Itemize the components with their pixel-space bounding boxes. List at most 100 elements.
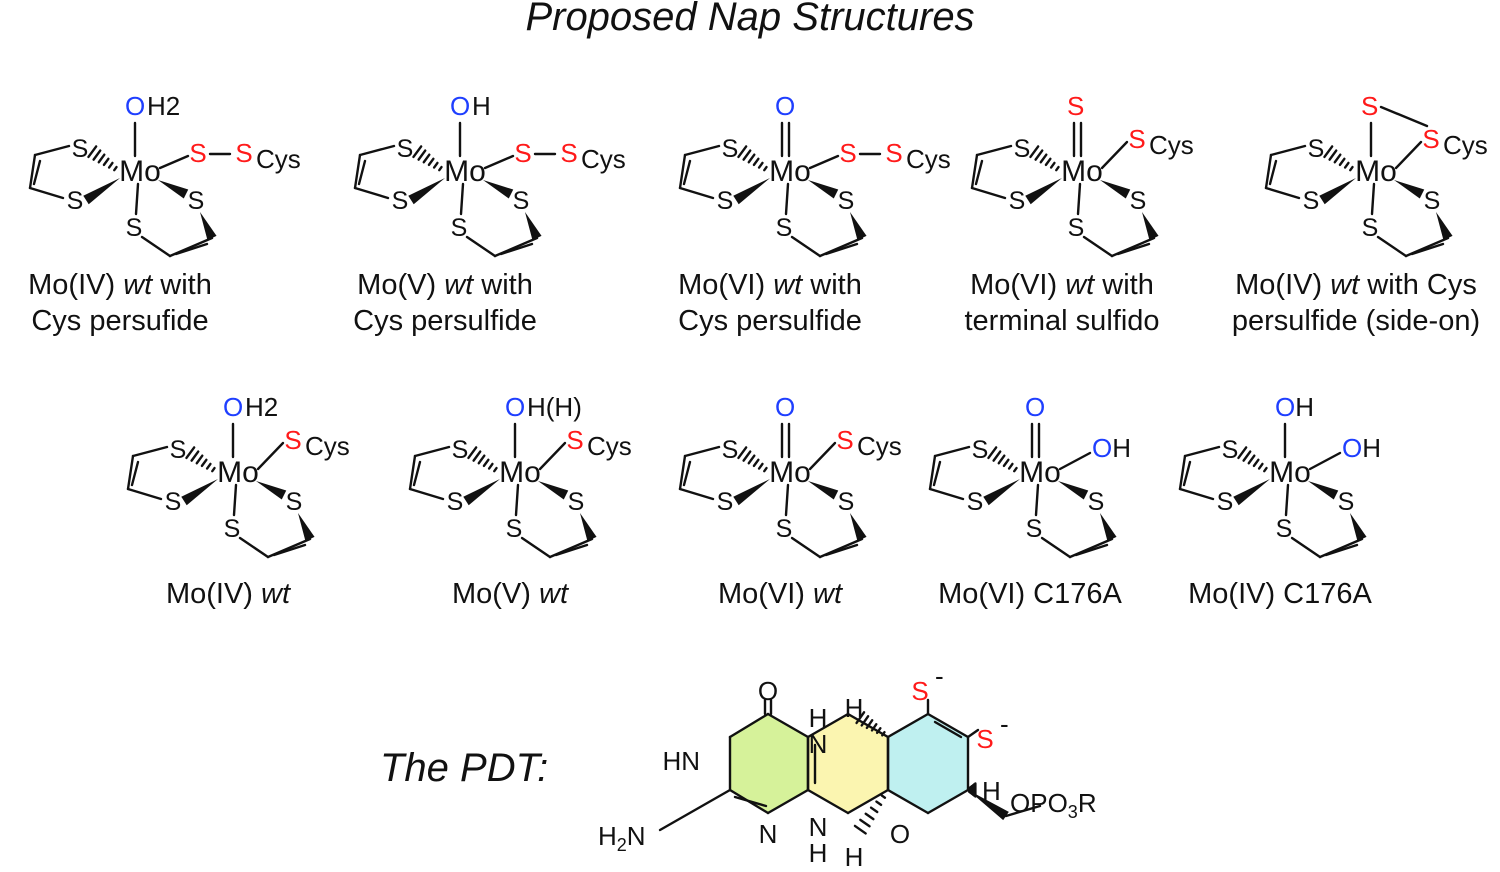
ring-oxygen: O — [890, 819, 910, 849]
wedge-bond — [1319, 178, 1356, 205]
hashed-bond — [855, 711, 886, 737]
caption-space — [531, 578, 539, 610]
charge-minus-2: - — [1000, 709, 1009, 739]
mo-atom: Mo — [499, 456, 541, 489]
bond-line — [126, 454, 135, 491]
structure-caption-r1-3: Mo(VI) wt with — [970, 269, 1154, 301]
bond-line — [134, 182, 140, 216]
bond-line — [1040, 536, 1072, 559]
structure-caption-line2: Cys persulfide — [678, 305, 862, 337]
hash-stroke — [1338, 157, 1346, 167]
double-bond — [733, 795, 768, 808]
hashed-bond — [185, 446, 216, 473]
wedge-bond — [850, 513, 867, 542]
hash-stroke — [860, 715, 870, 727]
hash-stroke — [1323, 145, 1334, 159]
ring-bond — [926, 712, 970, 739]
ring-bond — [846, 788, 890, 815]
hash-stroke — [881, 730, 886, 737]
hash-stroke — [200, 458, 208, 468]
mo-atom: Mo — [444, 155, 486, 188]
caption-oxidation-state: Mo(V) — [452, 578, 531, 610]
sulfur-atom: S — [188, 187, 205, 215]
hash-stroke — [869, 806, 879, 814]
pyrazine-ring-fill — [808, 714, 888, 813]
wedge-bond — [83, 178, 120, 205]
hash-stroke — [747, 153, 756, 164]
wedge-bond — [181, 479, 218, 506]
hydrogen-atom: H — [1112, 433, 1131, 463]
oxygen-ligand: O — [450, 91, 470, 121]
hash-stroke — [102, 157, 110, 167]
thiolate-bond — [966, 728, 980, 739]
amino-n: N — [627, 821, 646, 851]
amino-h: H — [598, 821, 617, 851]
hydroxide-ligand: OH — [1092, 433, 1131, 463]
sulfur-atom: S — [397, 135, 414, 163]
hash-stroke — [1263, 466, 1268, 473]
caption-space — [765, 269, 773, 301]
sulfur-atom: S — [506, 515, 523, 543]
caption-oxidation-state: Mo(IV) — [1235, 269, 1322, 301]
phosphate-opo: OPO — [1010, 788, 1068, 818]
bond-line — [1182, 460, 1192, 487]
sulfur-atom: S — [717, 488, 734, 516]
wedge-bond — [1025, 178, 1062, 205]
sulfur-atom: S — [452, 436, 469, 464]
bond-line — [970, 186, 1007, 200]
sulfur-atom: S — [776, 214, 793, 242]
hash-stroke — [487, 462, 494, 470]
hashed-bond — [412, 145, 443, 172]
bond-line — [1100, 140, 1129, 170]
wedge-bond — [158, 180, 189, 199]
double-bond — [933, 720, 963, 739]
wedge-bond — [850, 212, 867, 241]
sulfur-atom: S — [568, 488, 585, 516]
wedge-bond — [483, 180, 514, 199]
bond-line — [357, 159, 367, 186]
bond-line — [1178, 487, 1215, 501]
wedge-bond — [1058, 481, 1089, 500]
phosphate-r: R — [1078, 788, 1097, 818]
bond-line — [1074, 543, 1109, 557]
top-ligand-hydrogens: H2 — [147, 91, 180, 121]
hash-stroke — [875, 800, 883, 807]
hash-stroke — [864, 812, 875, 821]
terminal-sulfido-atom: S — [1361, 91, 1378, 121]
sulfur-atom: S — [451, 214, 468, 242]
structure-caption-line2: persulfide (side-on) — [1232, 305, 1480, 337]
caption-wt: wt — [539, 578, 570, 610]
structure-caption-line2: terminal sulfido — [964, 305, 1159, 337]
bond-line — [140, 235, 172, 258]
caption-suffix: with — [152, 269, 212, 301]
oxygen-ligand: O — [223, 392, 243, 422]
cys-sulfur: S — [560, 138, 577, 168]
hash-stroke — [113, 165, 118, 172]
cys-sulfur: S — [1422, 124, 1439, 154]
bond-line — [683, 144, 721, 157]
hash-stroke — [472, 450, 482, 462]
amino-subscript: 2 — [617, 835, 627, 855]
sulfur-atom: S — [722, 135, 739, 163]
bond-line — [33, 144, 71, 157]
ring-bond — [926, 788, 970, 815]
wedge-bond — [983, 479, 1020, 506]
sulfur-atom: S — [1222, 436, 1239, 464]
caption-oxidation-state: Mo(VI) C176A — [938, 578, 1122, 610]
bond-line — [174, 242, 209, 256]
hash-stroke — [412, 145, 423, 159]
hash-stroke — [987, 446, 998, 460]
bond-line — [358, 144, 396, 157]
wedge-bond — [538, 481, 569, 500]
phosphate-group: OPO3R — [1010, 788, 1097, 822]
wedge-bond — [525, 212, 542, 241]
bond-line — [32, 159, 42, 186]
amide-nh: HN — [662, 746, 700, 776]
cys-sulfur: S — [836, 425, 853, 455]
sulfur-atom: S — [717, 187, 734, 215]
structure-caption-r2-0: Mo(IV) wt — [166, 578, 292, 610]
hash-stroke — [427, 157, 435, 167]
sulfur-atom: S — [1308, 135, 1325, 163]
